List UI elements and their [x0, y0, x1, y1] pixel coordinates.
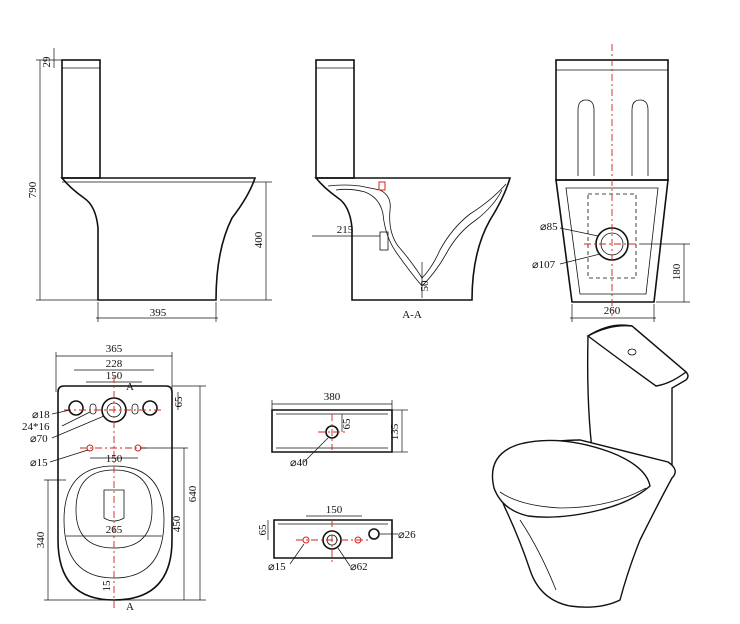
dim-450: 450 — [171, 515, 183, 532]
tank-top-dim-depth: 135 — [389, 423, 401, 440]
dim-hole-70: ⌀70 — [30, 433, 48, 445]
tank-base-dim-hole-26: ⌀26 — [398, 529, 416, 541]
toilet-3d-render — [491, 324, 689, 608]
tank-base-dim-hole-62: ⌀62 — [350, 561, 368, 573]
rear-base — [555, 179, 669, 303]
side-view: 790 29 400 395 — [27, 48, 272, 322]
top-hole-left — [68, 400, 84, 416]
side-bowl — [60, 177, 257, 301]
dim-base-length: 395 — [150, 307, 167, 319]
section-marker-bottom: A — [126, 601, 134, 613]
tank-base-dim-65: 65 — [257, 524, 269, 536]
dim-150-mid: 150 — [106, 453, 123, 465]
dim-slot: 24*16 — [22, 421, 50, 433]
dim-outlet-diameter: ⌀107 — [532, 259, 556, 271]
side-tank — [61, 59, 101, 179]
tank-base-dim-150: 150 — [326, 504, 343, 516]
section-label: A-A — [402, 309, 422, 321]
top-hole-right — [142, 400, 158, 416]
top-outline — [57, 385, 173, 601]
tank-base-dim-hole-15: ⌀15 — [268, 561, 286, 573]
tank-top-dim-65: 65 — [341, 418, 353, 430]
dim-340: 340 — [35, 531, 47, 548]
section-view: 50 215 A-A — [312, 59, 512, 321]
dim-15-bottom: 15 — [101, 580, 113, 592]
dim-seat-height: 400 — [253, 231, 265, 248]
dim-65-top: 65 — [173, 396, 185, 408]
dim-width: 260 — [604, 305, 621, 317]
dim-trap: 50 — [419, 280, 431, 292]
dim-outlet-offset: 215 — [337, 224, 354, 236]
section-marker-top: A — [126, 381, 134, 393]
top-view: 365 228 150 A ⌀18 24*16 ⌀70 ⌀15 — [22, 343, 206, 613]
render-seat-lid — [491, 439, 651, 518]
dim-bowl-width: 265 — [106, 524, 123, 536]
tank-base-right-hole — [368, 528, 380, 540]
dim-tank-lid: 29 — [41, 56, 53, 68]
tank-top-dim-width: 380 — [324, 391, 341, 403]
tank-base-view: 150 65 ⌀26 ⌀15 ⌀62 — [257, 504, 416, 573]
dim-hole-18: ⌀18 — [32, 409, 50, 421]
tank-base-outline — [273, 519, 393, 559]
tank-top-dim-hole: ⌀40 — [290, 457, 308, 469]
dim-overall-width: 365 — [106, 343, 123, 355]
dim-228: 228 — [106, 358, 123, 370]
dim-outlet-height: 180 — [671, 263, 683, 280]
dim-hole-15: ⌀15 — [30, 457, 48, 469]
tank-top-view: 380 65 135 ⌀40 — [271, 391, 408, 469]
rear-view: ⌀85 ⌀107 180 260 — [532, 44, 690, 322]
section-bowl — [314, 177, 512, 301]
dim-total-height: 790 — [27, 181, 39, 198]
dim-inlet-diameter: ⌀85 — [540, 221, 558, 233]
section-tank — [315, 59, 355, 179]
dim-overall-length: 640 — [187, 485, 199, 502]
